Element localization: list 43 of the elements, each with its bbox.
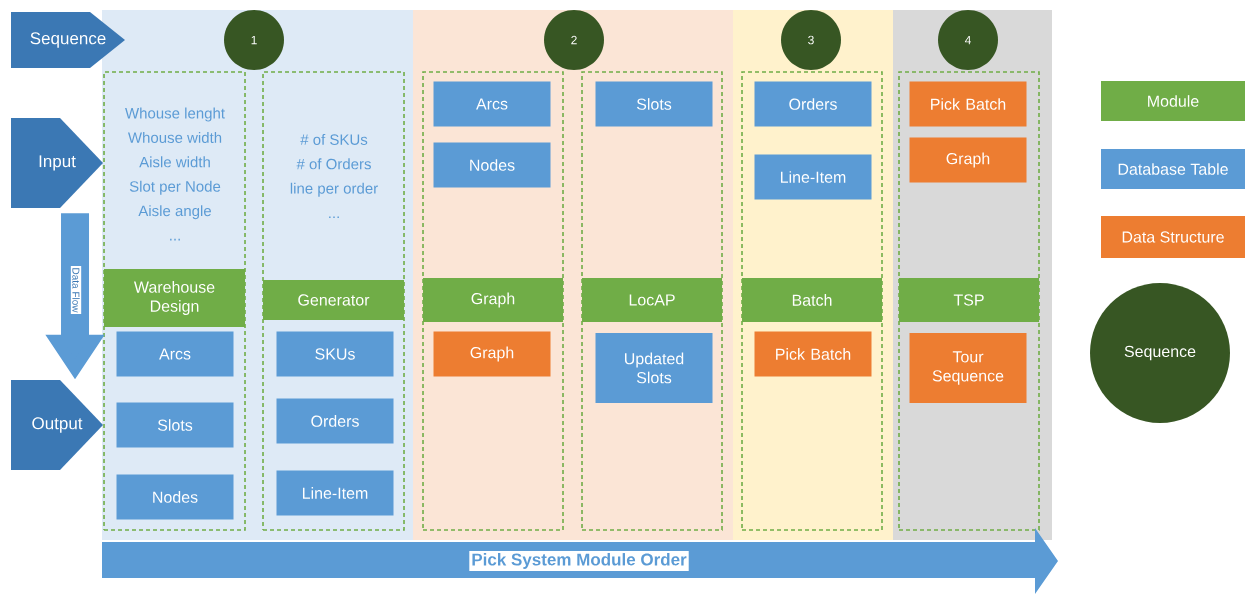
legend-label: Sequence [1124,345,1196,361]
table-box: Line-Item [276,470,394,516]
node-label: Aisle width [139,156,210,168]
node-label: ... [170,238,180,241]
module-bar: Warehouse Design [104,269,245,327]
node-label: Whouse lenght [125,107,225,122]
table-box: Line-Item [754,154,872,200]
legend-label: Data Structure [1122,231,1224,243]
table-box: Slots [116,402,234,448]
table-box: Slots [595,81,713,127]
table-box: Nodes [433,142,551,188]
module-bar: LocAP [582,278,722,322]
row-header: Sequence [11,12,125,68]
node-label: Whouse width [127,131,222,143]
structure-box: Graph [909,137,1027,183]
table-box: Orders [754,81,872,127]
row-header: Input [11,118,103,208]
node-label: Slot per Node [129,180,221,195]
table-box: Updated Slots [595,333,713,403]
row-header: Output [11,380,103,470]
table-box: SKUs [276,331,394,377]
node-label: # of SKUs [300,133,368,145]
structure-box: Pick Batch [909,81,1027,127]
node-label: # of Orders [296,158,371,170]
parameter-list: Whouse lenght Whouse width Aisle width Slot per Node Aisle angle ... [125,107,225,241]
structure-box: Tour Sequence [909,333,1027,403]
parameter-list: # of SKUs # of Orders line per order ... [290,133,378,218]
edge-label: Data Flow [70,266,82,314]
table-box: Arcs [433,81,551,127]
module-bar: Batch [742,278,882,322]
node-label: Aisle angle [138,205,211,220]
node-label: ... [329,216,339,219]
structure-box: Pick Batch [754,331,872,377]
module-bar: Graph [423,278,563,322]
table-box: Orders [276,398,394,444]
legend-label: Module [1148,95,1199,107]
structure-box: Graph [433,331,551,377]
module-bar: Generator [263,280,404,320]
module-bar: TSP [899,278,1039,322]
table-box: Nodes [116,474,234,520]
legend-label: Database Table [1118,163,1228,175]
table-box: Arcs [116,331,234,377]
node-label: line per order [290,182,378,197]
